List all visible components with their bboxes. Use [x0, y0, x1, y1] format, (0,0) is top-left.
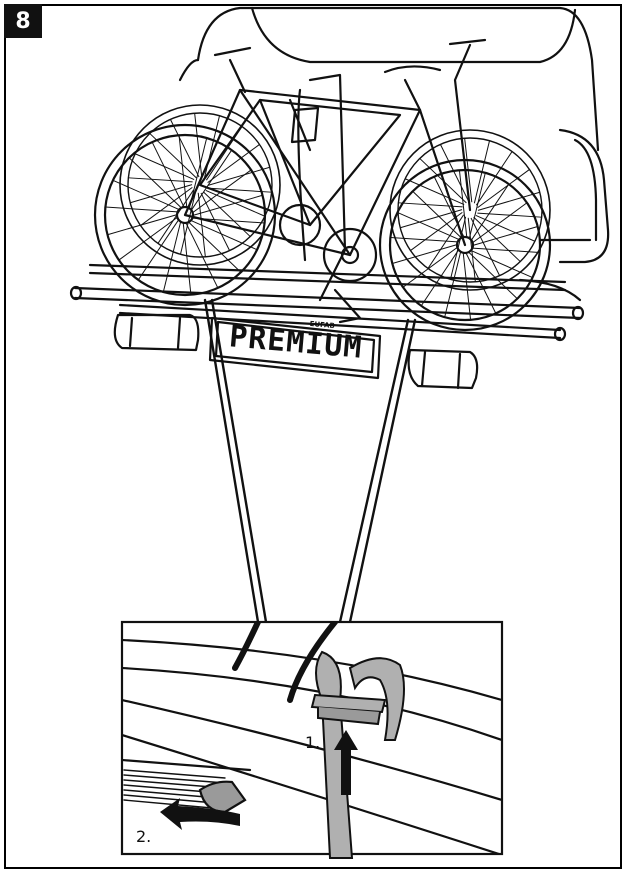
tail-light-bar-right — [407, 348, 479, 390]
step-number-badge: 8 — [4, 4, 42, 38]
plate-brand: EUFAB — [309, 320, 335, 330]
bike-back-left-wheel — [119, 104, 281, 266]
up-arrow-icon — [334, 730, 358, 795]
bike-frame-front — [183, 46, 467, 283]
strap-buckle — [310, 693, 387, 726]
car-rear — [178, 6, 610, 302]
strap-buckle-tab — [348, 657, 405, 741]
tail-light-bar-left — [113, 313, 200, 352]
detail-leader-lines — [203, 298, 417, 624]
callout-step-2: 2. — [136, 827, 151, 846]
figure-frame — [4, 4, 622, 869]
bike-back-right-wheel — [389, 129, 551, 291]
callout-step-1: 1. — [305, 733, 320, 752]
wheel-spokes — [105, 113, 542, 320]
release-lever — [198, 780, 247, 814]
license-plate — [208, 316, 382, 380]
detail-inset: 1. 2. — [120, 620, 504, 859]
bike-frame-back — [198, 38, 487, 247]
curved-arrow-icon — [160, 798, 240, 830]
